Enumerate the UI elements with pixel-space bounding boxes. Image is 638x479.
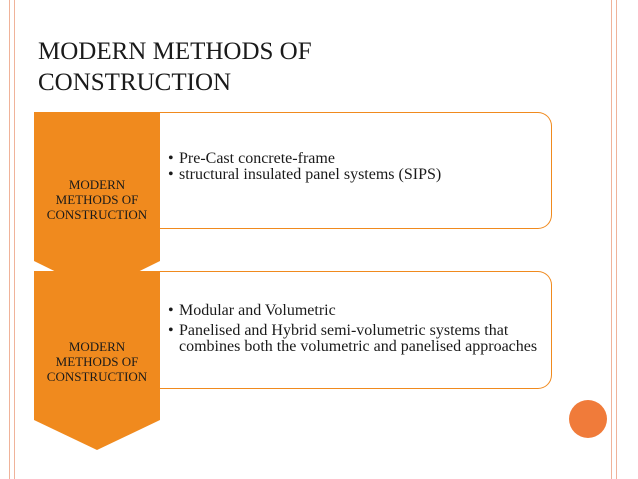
chevron-label-line: MODERN xyxy=(68,177,126,192)
chevron-label-line: MODERN xyxy=(68,339,126,354)
left-border-line xyxy=(14,0,15,479)
chevron-label-line: METHODS OF xyxy=(55,192,139,207)
slide-title-line-2: CONSTRUCTION xyxy=(38,69,232,96)
right-border-line xyxy=(611,0,612,479)
right-border-line xyxy=(616,0,617,479)
chevron-1 xyxy=(34,112,160,292)
chevron-2 xyxy=(34,271,160,450)
list-item: structural insulated panel systems (SIPS… xyxy=(153,167,551,184)
chevron-label-line: METHODS OF xyxy=(55,354,139,369)
list-item: Modular and Volumetric xyxy=(153,303,551,320)
panel-1: Pre-Cast concrete-frame structural insul… xyxy=(153,112,552,229)
chevron-label-line: CONSTRUCTION xyxy=(46,369,148,384)
list-item: Pre-Cast concrete-frame xyxy=(153,151,551,168)
chevron-label-2: MODERN METHODS OF CONSTRUCTION xyxy=(34,339,160,384)
slide-title-line-1: MODERN METHODS OF xyxy=(38,38,312,65)
list-item: Panelised and Hybrid semi-volumetric sys… xyxy=(153,323,539,355)
panel-2-list: Modular and Volumetric Panelised and Hyb… xyxy=(153,303,551,355)
panel-2: Modular and Volumetric Panelised and Hyb… xyxy=(153,271,552,389)
chevron-label-1: MODERN METHODS OF CONSTRUCTION xyxy=(34,177,160,222)
slide-title: MODERN METHODS OF CONSTRUCTION xyxy=(38,36,598,98)
chevron-label-line: CONSTRUCTION xyxy=(46,207,148,222)
decorative-circle xyxy=(569,400,607,438)
panel-1-list: Pre-Cast concrete-frame structural insul… xyxy=(153,151,551,184)
left-border-line xyxy=(9,0,10,479)
